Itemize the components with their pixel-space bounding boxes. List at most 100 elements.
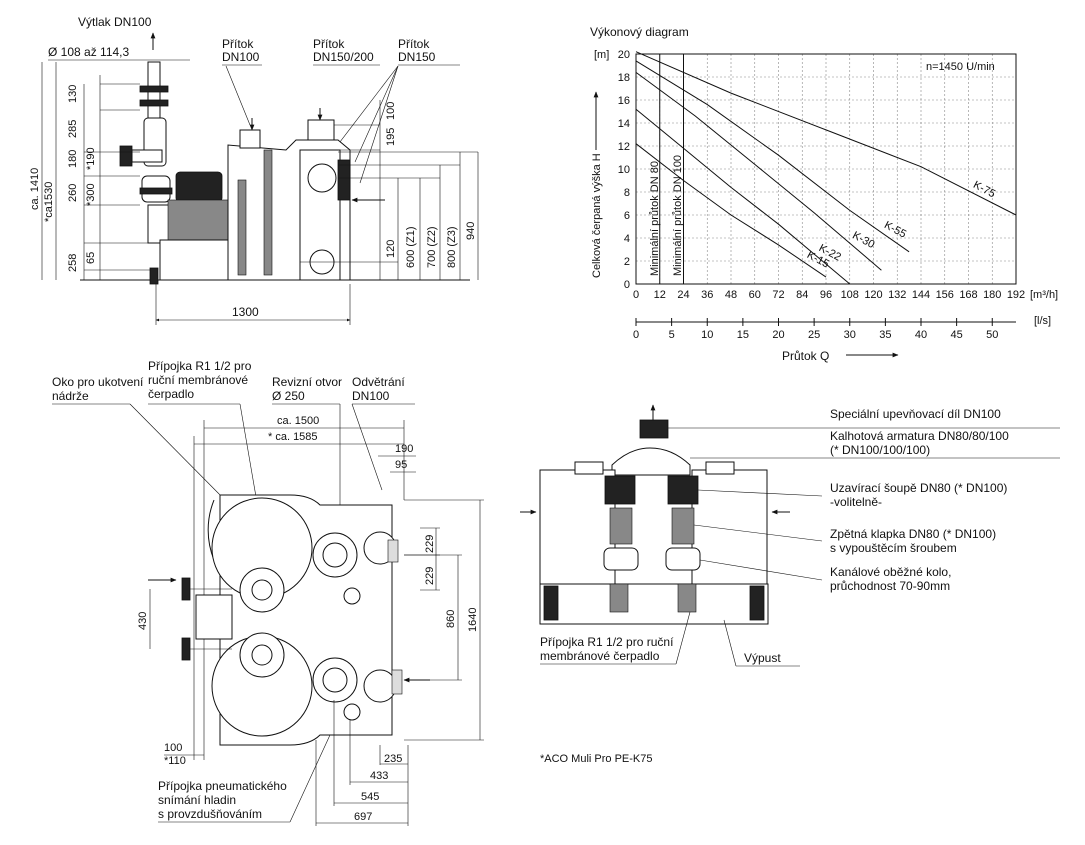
dim-697: 697 [354, 811, 372, 823]
speed-note: n=1450 U/min [926, 61, 995, 73]
label-trouser-fitting: Kalhotová armatura DN80/80/100(* DN100/1… [830, 429, 1009, 457]
x-tick-label: 168 [959, 289, 977, 301]
pipe-diameter-label: Ø 108 až 114,3 [48, 45, 129, 59]
x-tick-label: 156 [936, 289, 954, 301]
y-tick-label: 4 [624, 233, 630, 245]
x-tick-label: 120 [864, 289, 882, 301]
dim-110-star: *110 [164, 755, 186, 767]
curve-k-55 [635, 60, 910, 253]
dim-95: 95 [395, 459, 407, 471]
chart-title: Výkonový diagram [590, 25, 689, 39]
dim-height-1410: ca. 1410 [29, 168, 41, 210]
label-check-valve: Zpětná klapka DN80 (* DN100)s vypouštěcí… [830, 527, 996, 555]
y-tick-label: 0 [624, 279, 630, 291]
x-axis-label: Průtok Q [782, 349, 829, 363]
dim-195: 195 [385, 128, 397, 146]
y-tick-label: 6 [624, 210, 630, 222]
dim-ca1500: ca. 1500 [277, 415, 319, 427]
x2-tick-label: 25 [808, 329, 820, 341]
label-fixing-part: Speciální upevňovací díl DN100 [830, 407, 1001, 421]
x-tick-label: 132 [888, 289, 906, 301]
dim-1640: 1640 [467, 608, 479, 632]
y-unit: [m] [594, 49, 609, 61]
label-impeller: Kanálové oběžné kolo,průchodnost 70-90mm [830, 565, 951, 593]
x-tick-label: 108 [841, 289, 859, 301]
footnote: *ACO Muli Pro PE-K75 [540, 753, 652, 765]
x2-tick-label: 10 [701, 329, 713, 341]
x2-tick-label: 45 [951, 329, 963, 341]
x2-tick-label: 0 [633, 329, 639, 341]
x-unit-m3h: [m³/h] [1030, 289, 1058, 301]
dim-100-plan: 100 [164, 742, 182, 754]
y-axis-label: Celková čerpaná výška H [591, 153, 603, 278]
dim-180: 180 [67, 150, 79, 168]
dim-width-1300: 1300 [232, 305, 259, 319]
x2-tick-label: 40 [915, 329, 927, 341]
x-tick-label: 96 [820, 289, 832, 301]
dim-130: 130 [67, 85, 79, 103]
curve-k-15 [635, 143, 827, 278]
dim-300-star: *300 [85, 183, 97, 206]
dim-860: 860 [445, 610, 457, 628]
x-unit-ls: [l/s] [1034, 315, 1051, 327]
x2-tick-label: 35 [879, 329, 891, 341]
dim-545: 545 [361, 791, 379, 803]
dim-258: 258 [67, 254, 79, 272]
dim-65: 65 [85, 252, 97, 264]
series-label: K-30 [850, 230, 876, 252]
x2-tick-label: 5 [669, 329, 675, 341]
dim-940: 940 [465, 222, 477, 240]
x2-tick-label: 50 [986, 329, 998, 341]
x-tick-label: 48 [725, 289, 737, 301]
y-tick-label: 18 [618, 72, 630, 84]
y-tick-label: 2 [624, 256, 630, 268]
x-tick-label: 180 [983, 289, 1001, 301]
dim-190-star: *190 [85, 147, 97, 170]
dim-height-1530: *ca1530 [43, 182, 55, 222]
x-tick-label: 60 [749, 289, 761, 301]
x-tick-label: 192 [1007, 289, 1025, 301]
y-tick-label: 16 [618, 95, 630, 107]
dim-229-a: 229 [424, 535, 436, 553]
label-drain: Výpust [744, 651, 781, 665]
dim-120: 120 [385, 240, 397, 258]
dim-ca1585: * ca. 1585 [268, 431, 318, 443]
dim-229-b: 229 [424, 567, 436, 585]
label-gate-valve: Uzavírací šoupě DN80 (* DN100)-volitelně… [830, 481, 1007, 509]
y-tick-label: 20 [618, 49, 630, 61]
curve-k-75 [635, 51, 1017, 216]
x2-tick-label: 15 [737, 329, 749, 341]
min-flow-dn80-label: Minimální průtok DN 80 [649, 161, 661, 276]
discharge-label: Výtlak DN100 [78, 15, 152, 29]
dim-430: 430 [137, 612, 149, 630]
x2-tick-label: 30 [844, 329, 856, 341]
x-tick-label: 12 [654, 289, 666, 301]
x-tick-label: 72 [772, 289, 784, 301]
y-tick-label: 12 [618, 141, 630, 153]
series-label: K-55 [882, 219, 908, 241]
x2-tick-label: 20 [772, 329, 784, 341]
curve-k-30 [635, 71, 882, 271]
front-view: Speciální upevňovací díl DN100 Kalhotová… [520, 404, 1060, 667]
dim-235: 235 [384, 753, 402, 765]
x-tick-label: 144 [912, 289, 930, 301]
x-tick-label: 36 [701, 289, 713, 301]
performance-chart: Výkonový diagram [m] Celková čerpaná výš… [590, 25, 1058, 363]
dim-285: 285 [67, 120, 79, 138]
y-tick-label: 10 [618, 164, 630, 176]
dim-260: 260 [67, 184, 79, 202]
dim-700-z2: 700 (Z2) [426, 226, 438, 268]
series-label: K-75 [971, 179, 997, 201]
x-tick-label: 24 [677, 289, 689, 301]
dim-100: 100 [385, 102, 397, 120]
